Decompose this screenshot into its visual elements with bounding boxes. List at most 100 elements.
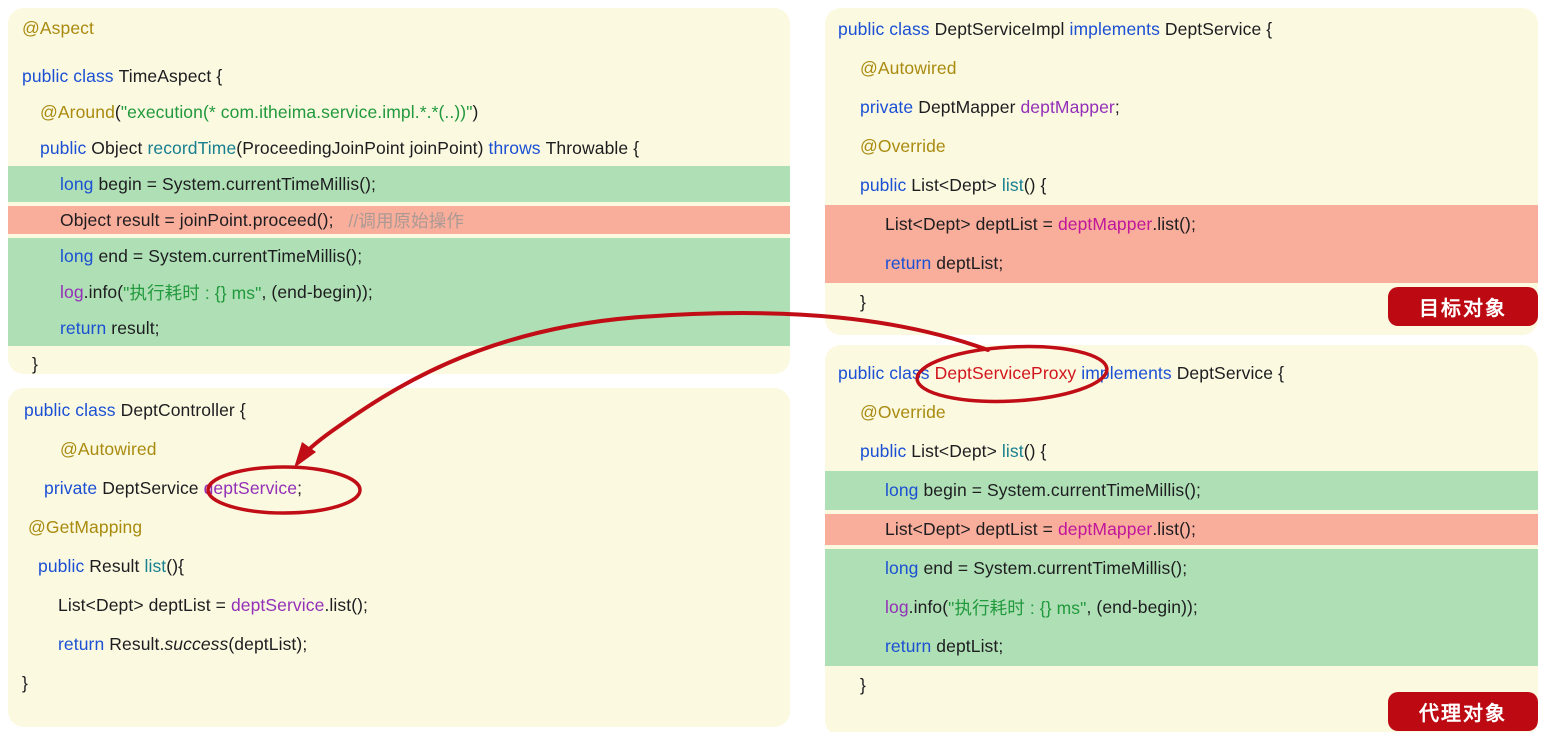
code-token: } xyxy=(860,675,866,695)
code-token: DeptServiceImpl xyxy=(934,19,1070,39)
code-token: deptMapper xyxy=(1057,214,1153,234)
code-token: .info( xyxy=(908,597,949,617)
dept-controller-panel: public class DeptController { @Autowired p… xyxy=(8,388,790,727)
code-line: log.info("执行耗时 : {} ms", (end-begin)); xyxy=(8,274,790,310)
dept-service-impl-panel: 目标对象 public class DeptServiceImpl implem… xyxy=(825,8,1538,335)
code-token: DeptServiceProxy xyxy=(929,363,1082,383)
code-token: List<Dept> deptList = xyxy=(885,519,1058,539)
code-token: "执行耗时 : {} ms" xyxy=(123,282,262,303)
code-token: recordTime xyxy=(147,137,237,158)
code-token: , (end-begin)); xyxy=(261,281,373,302)
code-token: //调用原始操作 xyxy=(348,210,464,231)
code-token: public class xyxy=(22,65,119,86)
code-token: () { xyxy=(1023,441,1047,461)
code-token: return xyxy=(60,317,112,338)
code-token: begin = System.currentTimeMillis(); xyxy=(923,480,1202,500)
code-token: return xyxy=(885,636,937,656)
code-token: deptService xyxy=(230,595,325,615)
code-token: .list(); xyxy=(1152,519,1196,539)
code-line: public class DeptController { xyxy=(8,391,790,430)
code-token: public class xyxy=(838,363,930,383)
code-token: @GetMapping xyxy=(28,517,143,537)
code-token: DeptService { xyxy=(1164,19,1273,39)
code-token: implements xyxy=(1081,363,1172,383)
code-token: List<Dept> deptList = xyxy=(885,214,1058,234)
code-token: end = System.currentTimeMillis(); xyxy=(923,558,1188,578)
proxy-object-badge: 代理对象 xyxy=(1388,692,1538,731)
code-line: return result; xyxy=(8,310,790,346)
code-line: public List<Dept> list() { xyxy=(825,432,1538,471)
code-token: long xyxy=(885,558,924,578)
code-token: (){ xyxy=(166,556,185,576)
code-line: public class DeptServiceImpl implements … xyxy=(825,10,1538,49)
code-token: success xyxy=(164,634,229,654)
code-token: implements xyxy=(1069,19,1165,39)
code-token: return xyxy=(885,253,937,273)
code-token: end = System.currentTimeMillis(); xyxy=(98,245,363,266)
code-token: result; xyxy=(111,317,160,338)
code-line: log.info("执行耗时 : {} ms", (end-begin)); xyxy=(825,588,1538,627)
code-token: ; xyxy=(1114,97,1120,117)
code-token: List<Dept> xyxy=(911,441,1002,461)
code-token: log xyxy=(885,597,909,617)
code-token: public xyxy=(38,556,90,576)
code-line: } xyxy=(825,283,1538,322)
code-line: @Override xyxy=(825,393,1538,432)
code-token: Result. xyxy=(109,634,165,654)
code-line: public class TimeAspect { xyxy=(8,58,790,94)
code-token: .info( xyxy=(83,281,124,302)
code-token: Result xyxy=(89,556,145,576)
code-token: DeptService xyxy=(102,478,204,498)
code-token: "执行耗时 : {} ms" xyxy=(948,598,1087,618)
code-token: return xyxy=(58,634,110,654)
code-token: private xyxy=(44,478,103,498)
code-line: long end = System.currentTimeMillis(); xyxy=(825,549,1538,588)
code-token: @Autowired xyxy=(60,439,157,459)
code-token: (deptList); xyxy=(228,634,308,654)
code-line: private DeptService deptService; xyxy=(8,469,790,508)
code-token: Object xyxy=(91,137,148,158)
code-token: } xyxy=(22,673,28,693)
code-token: public class xyxy=(24,400,121,420)
code-line: public List<Dept> list() { xyxy=(825,166,1538,205)
code-line: long begin = System.currentTimeMillis(); xyxy=(8,166,790,202)
code-line: public Object recordTime(ProceedingJoinP… xyxy=(8,130,790,166)
code-token: , (end-begin)); xyxy=(1086,597,1198,617)
code-token: DeptService { xyxy=(1171,363,1285,383)
code-token: TimeAspect { xyxy=(118,65,223,86)
code-token: long xyxy=(885,480,924,500)
code-token: } xyxy=(32,353,38,374)
code-line: Object result = joinPoint.proceed(); //调… xyxy=(8,202,790,238)
code-token: @Autowired xyxy=(860,58,957,78)
code-token: List<Dept> xyxy=(911,175,1002,195)
code-line: return deptList; xyxy=(825,627,1538,666)
code-line: } xyxy=(825,666,1538,705)
code-token: @Around xyxy=(40,101,115,122)
code-token: .list(); xyxy=(324,595,369,615)
code-token: List<Dept> deptList = xyxy=(58,595,231,615)
code-line: @Override xyxy=(825,127,1538,166)
code-line: @Autowired xyxy=(8,430,790,469)
code-token: () { xyxy=(1023,175,1047,195)
code-line: return deptList; xyxy=(825,244,1538,283)
code-line: @GetMapping xyxy=(8,508,790,547)
code-line: List<Dept> deptList = deptService.list()… xyxy=(8,586,790,625)
code-token: Object result = joinPoint.proceed(); xyxy=(60,209,349,230)
code-line: } xyxy=(8,664,790,703)
code-token: @Override xyxy=(860,402,946,422)
code-token: (ProceedingJoinPoint joinPoint) xyxy=(236,137,489,158)
code-line: long begin = System.currentTimeMillis(); xyxy=(825,471,1538,510)
code-line: long end = System.currentTimeMillis(); xyxy=(8,238,790,274)
code-token: throws xyxy=(488,137,546,158)
code-line: return Result.success(deptList); xyxy=(8,625,790,664)
code-line: } xyxy=(8,346,790,374)
code-line: @Around("execution(* com.itheima.service… xyxy=(8,94,790,130)
code-token: ; xyxy=(297,478,303,498)
code-token: deptMapper xyxy=(1020,97,1115,117)
code-token: private xyxy=(860,97,919,117)
code-token: "execution(* com.itheima.service.impl.*.… xyxy=(120,101,473,122)
code-token: public xyxy=(40,137,92,158)
dept-service-proxy-panel: 代理对象 public class DeptServiceProxy imple… xyxy=(825,345,1538,732)
code-token: public class xyxy=(838,19,935,39)
